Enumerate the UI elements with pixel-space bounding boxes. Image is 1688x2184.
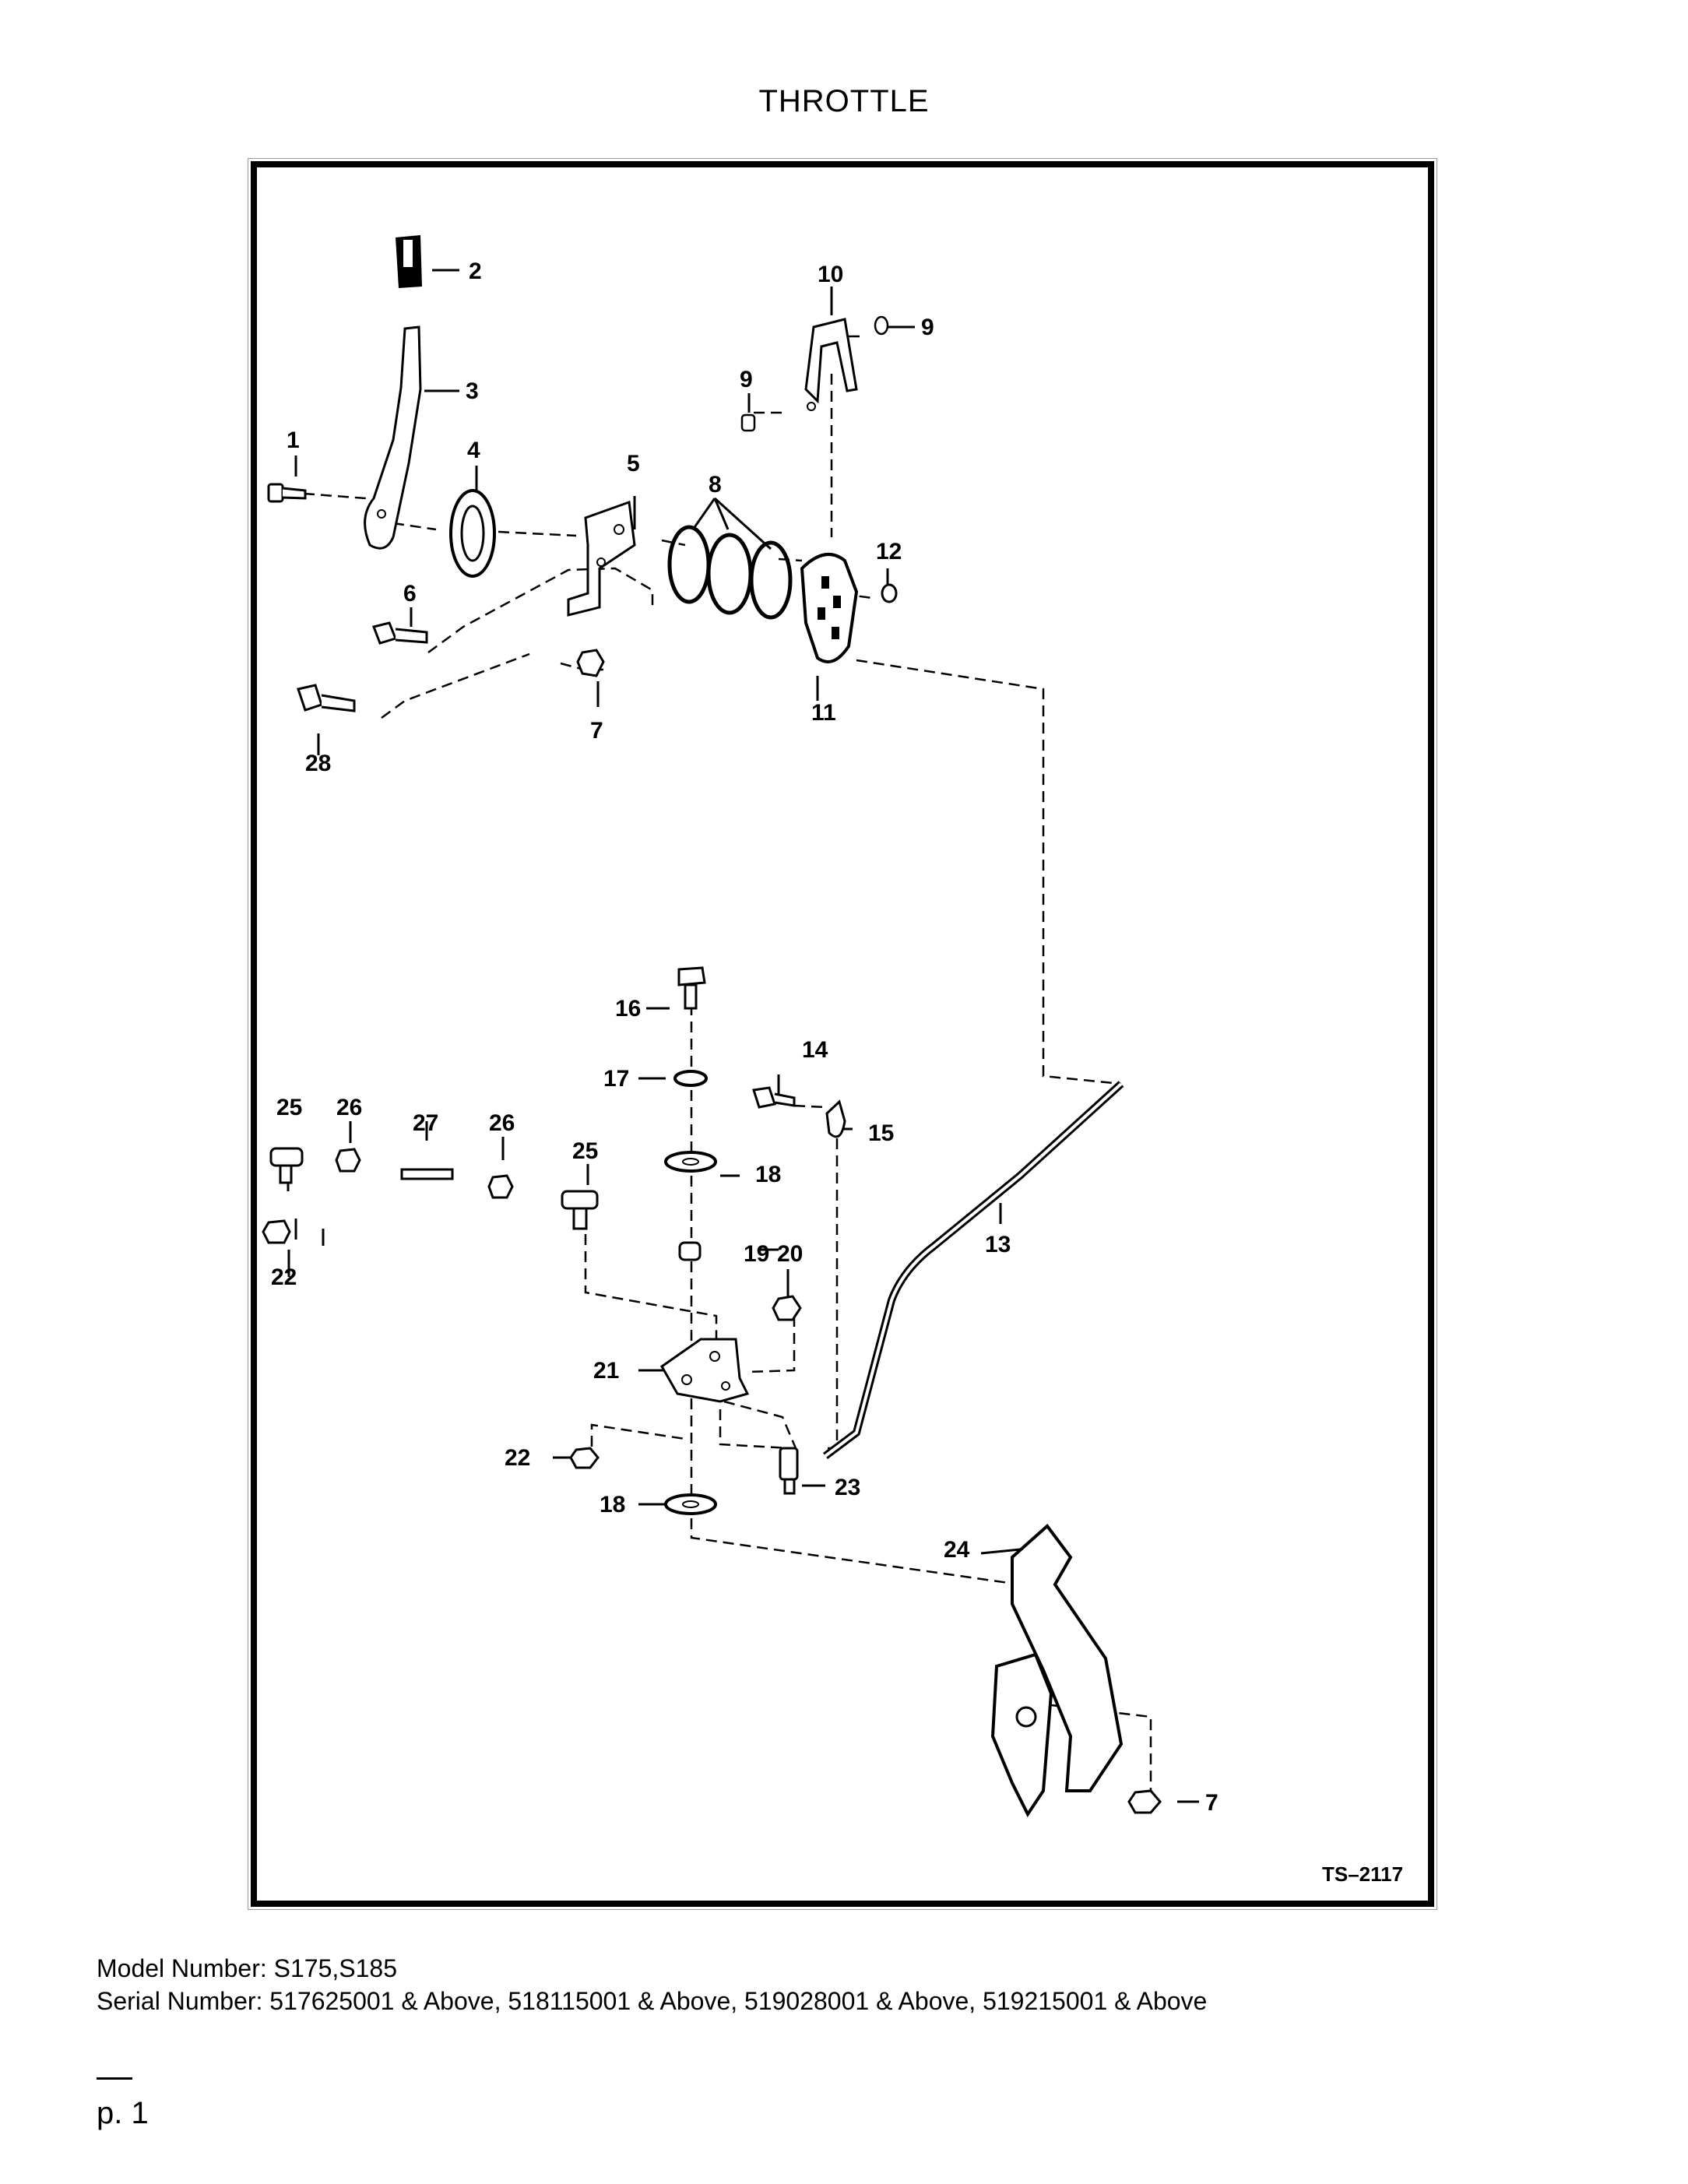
callout-25a: 25 xyxy=(276,1095,302,1120)
nut-26-left xyxy=(335,1148,361,1173)
callout-13: 13 xyxy=(985,1232,1011,1257)
callout-7: 7 xyxy=(590,718,603,744)
callout-22a: 22 xyxy=(505,1445,530,1471)
nut-12 xyxy=(881,583,898,603)
callout-16: 16 xyxy=(615,996,641,1022)
friction-housing-11 xyxy=(800,553,859,663)
serial-number: Serial Number: 517625001 & Above, 518115… xyxy=(97,1987,1208,2015)
callout-4: 4 xyxy=(467,438,480,463)
callout-18b: 18 xyxy=(600,1492,625,1518)
page-number: p. 1 xyxy=(97,2096,149,2130)
callout-2: 2 xyxy=(469,258,482,284)
page-title: THROTTLE xyxy=(758,84,930,118)
callout-17: 17 xyxy=(603,1066,629,1092)
callout-11: 11 xyxy=(811,700,836,726)
drawing-code: TS–2117 xyxy=(1322,1862,1403,1886)
callout-26b: 26 xyxy=(489,1110,515,1136)
throttle-knob xyxy=(396,235,422,288)
callout-7b: 7 xyxy=(1205,1790,1219,1816)
rod-end-25-left xyxy=(269,1147,304,1184)
nut-26-right xyxy=(487,1174,514,1199)
clip-15 xyxy=(825,1099,846,1138)
callout-1: 1 xyxy=(287,427,300,453)
callout-5: 5 xyxy=(627,451,640,477)
screw-9-top xyxy=(874,315,889,336)
callout-18a: 18 xyxy=(755,1162,781,1187)
callout-27: 27 xyxy=(413,1110,438,1136)
bolt-16 xyxy=(677,966,706,1010)
friction-disc-a xyxy=(667,525,711,604)
callout-9b: 9 xyxy=(740,367,753,392)
nut-20 xyxy=(772,1295,802,1321)
bolt-6 xyxy=(371,621,428,645)
model-number: Model Number: S175,S185 xyxy=(97,1954,397,1982)
throttle-exploded-diagram: 1 2 3 4 5 6 7 8 9 9 10 11 12 13 14 15 16… xyxy=(248,158,1437,1910)
rod-end-25-right xyxy=(561,1190,599,1230)
callout-26a: 26 xyxy=(336,1095,362,1120)
washer-17 xyxy=(673,1070,708,1087)
nut-22-left xyxy=(262,1219,291,1244)
callout-9a: 9 xyxy=(921,315,934,340)
callout-12: 12 xyxy=(876,539,902,564)
bolt-28 xyxy=(297,684,356,712)
callout-19: 19 xyxy=(744,1241,769,1267)
friction-disc-b xyxy=(706,533,753,615)
control-tower-24 xyxy=(990,1524,1124,1817)
page-divider xyxy=(97,2077,132,2080)
spacer-19 xyxy=(678,1241,702,1261)
screw-9-left xyxy=(740,413,756,432)
callout-3: 3 xyxy=(466,378,479,404)
threaded-rod-27 xyxy=(400,1168,454,1180)
callout-20: 20 xyxy=(777,1241,803,1267)
bracket-10 xyxy=(804,318,858,404)
friction-disc-c xyxy=(749,540,793,620)
swivel-23 xyxy=(779,1447,799,1495)
callout-10: 10 xyxy=(818,262,843,287)
bolt-1 xyxy=(267,483,307,503)
callout-25b: 25 xyxy=(572,1138,598,1164)
callout-15: 15 xyxy=(868,1120,894,1146)
nut-22-right xyxy=(569,1447,600,1469)
callout-22b: 22 xyxy=(271,1264,297,1290)
nut-7-top xyxy=(576,649,605,677)
callout-24: 24 xyxy=(944,1537,970,1563)
callout-28: 28 xyxy=(305,751,331,776)
callout-6: 6 xyxy=(403,581,417,607)
plate-21 xyxy=(660,1338,750,1403)
nut-7-bottom xyxy=(1127,1789,1162,1814)
leader-lines xyxy=(287,269,1199,1803)
callout-21: 21 xyxy=(593,1358,619,1384)
callout-23: 23 xyxy=(835,1475,860,1500)
bolt-14 xyxy=(752,1086,796,1109)
callout-14: 14 xyxy=(802,1037,828,1063)
callout-8: 8 xyxy=(709,472,722,498)
throttle-lever xyxy=(364,325,422,550)
